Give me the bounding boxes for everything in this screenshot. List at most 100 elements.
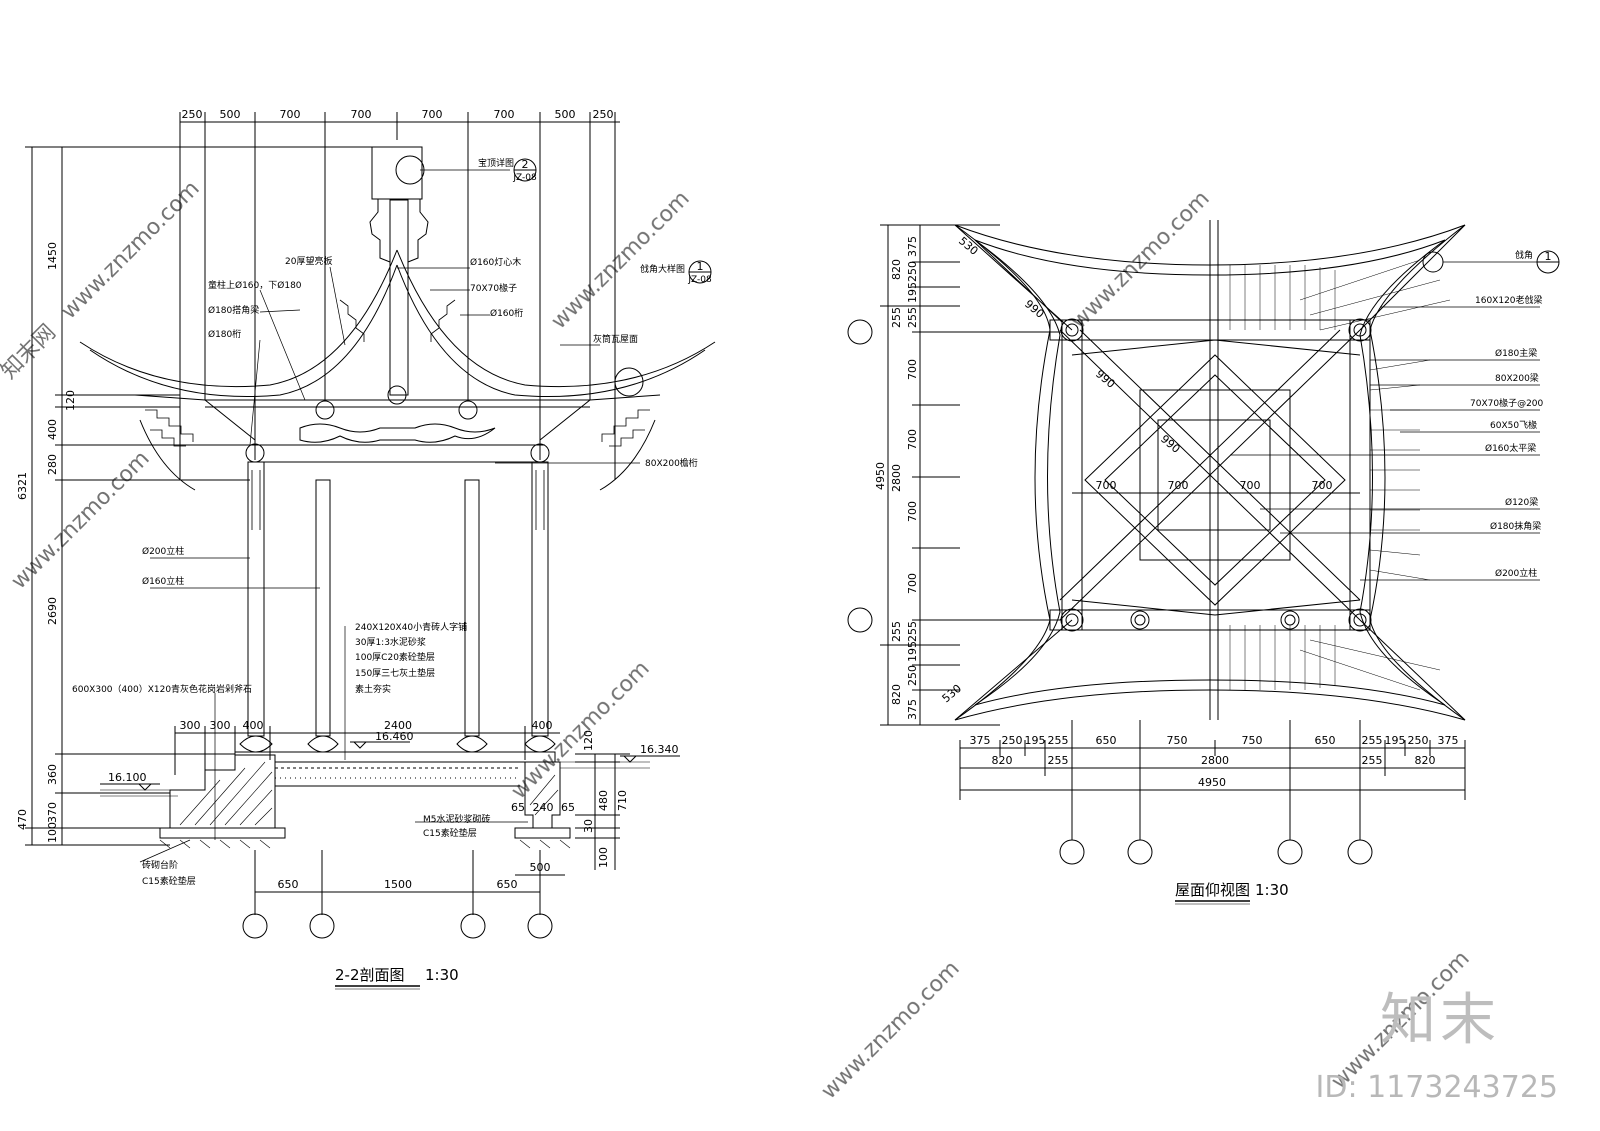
svg-text:120: 120 [64, 390, 77, 411]
svg-text:195: 195 [906, 282, 919, 303]
svg-text:650: 650 [1096, 734, 1117, 747]
svg-text:100: 100 [46, 822, 59, 843]
svg-text:500: 500 [555, 108, 576, 121]
section-notes: 宝顶详图 2 JZ-08 20厚望亮板 童柱上Ø160，下Ø180 Ø180搭角… [72, 157, 712, 887]
svg-text:6321: 6321 [16, 472, 29, 500]
svg-text:360: 360 [46, 764, 59, 785]
svg-text:700: 700 [494, 108, 515, 121]
roof-rafter-hatch [145, 299, 650, 447]
svg-text:280: 280 [46, 454, 59, 475]
svg-text:375: 375 [1438, 734, 1459, 747]
image-id-watermark: ID: 1173243725 [1315, 1070, 1558, 1105]
svg-text:300: 300 [180, 719, 201, 732]
svg-text:砖砌台阶: 砖砌台阶 [142, 859, 178, 871]
svg-text:500: 500 [530, 861, 551, 874]
svg-text:Ø120梁: Ø120梁 [1505, 496, 1538, 508]
svg-text:700: 700 [906, 429, 919, 450]
svg-text:JZ-08: JZ-08 [512, 173, 537, 183]
svg-text:Ø180抹角梁: Ø180抹角梁 [1490, 520, 1541, 532]
section-top-dims: 250 500 700 700 700 700 500 250 [182, 108, 614, 121]
svg-text:700: 700 [280, 108, 301, 121]
svg-text:700: 700 [1168, 479, 1189, 492]
svg-text:195: 195 [1025, 734, 1046, 747]
svg-text:www.znzmo.com: www.znzmo.com [7, 446, 155, 594]
svg-text:160X120老戗梁: 160X120老戗梁 [1475, 294, 1543, 306]
svg-text:2800: 2800 [890, 464, 903, 492]
svg-text:650: 650 [497, 878, 518, 891]
svg-text:240X120X40小青砖人字铺: 240X120X40小青砖人字铺 [355, 621, 467, 633]
svg-text:700: 700 [351, 108, 372, 121]
svg-text:80X200梁: 80X200梁 [1495, 372, 1539, 384]
section-left-dim-ticks [25, 146, 395, 846]
svg-text:255: 255 [1362, 734, 1383, 747]
svg-text:65: 65 [511, 801, 525, 814]
svg-text:宝顶详图: 宝顶详图 [478, 157, 514, 169]
svg-text:童柱上Ø160，下Ø180: 童柱上Ø160，下Ø180 [208, 279, 302, 291]
svg-text:750: 750 [1242, 734, 1263, 747]
svg-text:2400: 2400 [384, 719, 412, 732]
svg-text:100厚C20素砼垫层: 100厚C20素砼垫层 [355, 651, 435, 663]
svg-text:400: 400 [532, 719, 553, 732]
svg-text:C15素砼垫层: C15素砼垫层 [142, 875, 196, 887]
section-levels: 16.460 16.340 16.100 [108, 730, 679, 784]
svg-text:990: 990 [1093, 367, 1117, 390]
svg-text:700: 700 [906, 501, 919, 522]
svg-text:戗角: 戗角 [1515, 249, 1533, 261]
svg-text:戗角大样图: 戗角大样图 [640, 263, 685, 275]
svg-text:990: 990 [1022, 297, 1046, 320]
svg-text:700: 700 [1312, 479, 1333, 492]
svg-text:500: 500 [220, 108, 241, 121]
svg-text:4950: 4950 [1198, 776, 1226, 789]
svg-text:375: 375 [970, 734, 991, 747]
svg-text:1: 1 [697, 260, 704, 273]
svg-text:240: 240 [533, 801, 554, 814]
svg-text:375: 375 [906, 236, 919, 257]
svg-text:480: 480 [597, 790, 610, 811]
svg-text:400: 400 [46, 419, 59, 440]
svg-text:250: 250 [906, 665, 919, 686]
svg-text:70X70椽子: 70X70椽子 [470, 282, 517, 294]
svg-text:Ø200立柱: Ø200立柱 [142, 545, 184, 557]
svg-text:650: 650 [278, 878, 299, 891]
section-drawing [25, 112, 716, 939]
svg-text:20厚望亮板: 20厚望亮板 [285, 255, 332, 267]
svg-text:100: 100 [597, 847, 610, 868]
svg-text:255: 255 [1048, 754, 1069, 767]
svg-text:素土夯实: 素土夯实 [355, 683, 391, 695]
svg-text:www.znzmo.com: www.znzmo.com [57, 176, 205, 324]
svg-text:250: 250 [593, 108, 614, 121]
svg-text:700: 700 [422, 108, 443, 121]
plan-left-dim-ticks [880, 224, 1062, 726]
svg-text:255: 255 [906, 307, 919, 328]
svg-text:65: 65 [561, 801, 575, 814]
svg-text:JZ-08: JZ-08 [687, 275, 712, 285]
svg-text:C15素砼垫层: C15素砼垫层 [423, 827, 477, 839]
svg-text:1500: 1500 [384, 878, 412, 891]
svg-text:820: 820 [890, 259, 903, 280]
svg-text:195: 195 [906, 641, 919, 662]
svg-text:710: 710 [616, 790, 629, 811]
svg-text:16.100: 16.100 [108, 771, 147, 784]
svg-text:255: 255 [890, 621, 903, 642]
svg-text:80X200檐桁: 80X200檐桁 [645, 457, 698, 469]
svg-text:Ø160太平梁: Ø160太平梁 [1485, 442, 1536, 454]
section-bottom-dims: 650 1500 650 300 300 400 2400 400 120 48… [180, 719, 630, 891]
svg-text:530: 530 [956, 234, 980, 257]
plan-inner-dims: 700 700 700 700 530 990 990 990 530 [940, 234, 1333, 705]
svg-text:650: 650 [1315, 734, 1336, 747]
svg-text:Ø180搭角梁: Ø180搭角梁 [208, 304, 259, 316]
plan-drawing [847, 220, 1540, 865]
svg-text:600X300（400）X120青灰色花岗岩剁斧石: 600X300（400）X120青灰色花岗岩剁斧石 [72, 683, 252, 695]
svg-text:Ø160灯心木: Ø160灯心木 [470, 256, 521, 268]
svg-text:150厚三七灰土垫层: 150厚三七灰土垫层 [355, 667, 435, 679]
svg-text:250: 250 [182, 108, 203, 121]
svg-text:2800: 2800 [1201, 754, 1229, 767]
svg-text:2: 2 [522, 158, 529, 171]
svg-text:255: 255 [1048, 734, 1069, 747]
svg-text:120: 120 [582, 730, 595, 751]
svg-text:30: 30 [582, 819, 595, 833]
brand-watermark: 知末 [1380, 988, 1500, 1053]
svg-text:Ø180桁: Ø180桁 [208, 328, 241, 340]
svg-text:300: 300 [210, 719, 231, 732]
svg-text:255: 255 [1362, 754, 1383, 767]
